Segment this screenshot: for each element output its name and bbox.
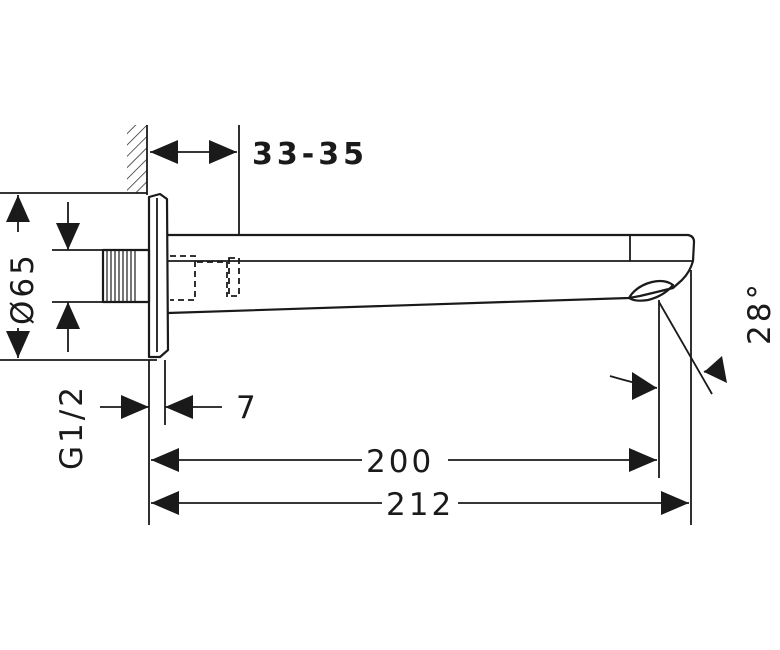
diameter-label: Ø65: [5, 252, 41, 325]
spout-body: [101, 192, 696, 359]
dimension-thread: G1/2: [54, 202, 90, 470]
dimension-outlet-length: 200: [151, 440, 657, 480]
wall: [127, 125, 148, 195]
thread-connector: [101, 248, 151, 304]
extension-lines: [0, 125, 713, 525]
overall-length-label: 212: [386, 487, 454, 523]
angle-label: 28°: [742, 281, 778, 345]
flange-label: 7: [236, 390, 259, 426]
dimension-diameter: Ø65: [2, 195, 41, 358]
dimension-wall-offset: 33-35: [150, 137, 368, 172]
outlet-length-label: 200: [366, 444, 434, 480]
hidden-lines: [170, 255, 240, 301]
wall-offset-label: 33-35: [252, 137, 368, 172]
dimension-flange: 7: [100, 390, 259, 426]
dimension-angle: 28°: [609, 281, 778, 400]
spout-arm: [166, 233, 696, 315]
thread-label: G1/2: [54, 384, 90, 470]
dimension-overall-length: 212: [151, 484, 689, 523]
